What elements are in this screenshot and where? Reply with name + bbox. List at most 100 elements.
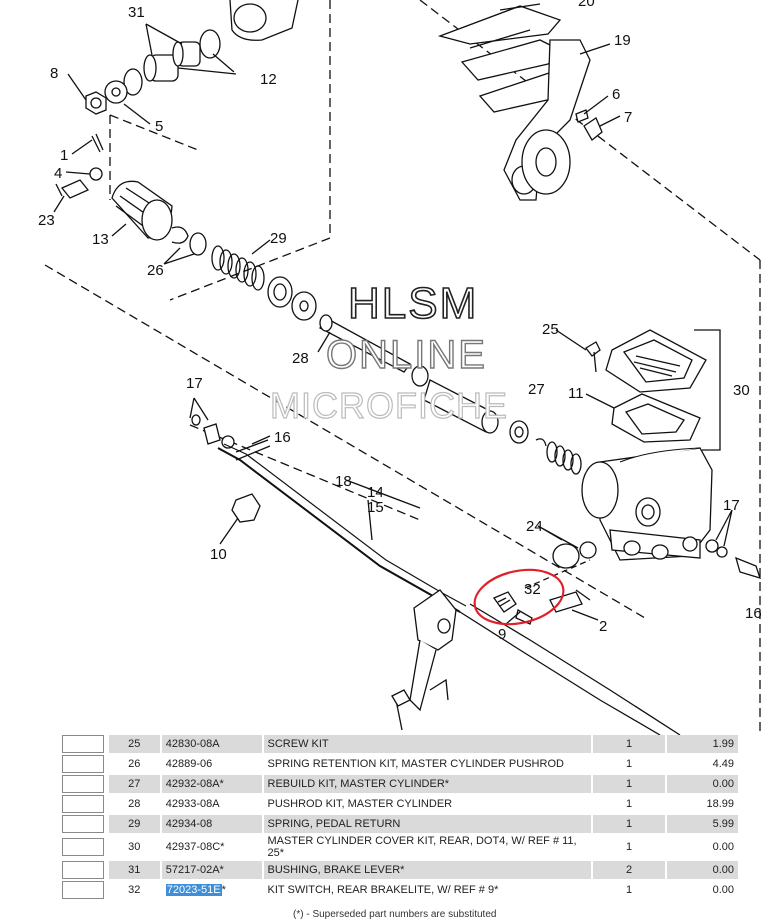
ref-number: 30	[108, 835, 160, 859]
quantity-cell	[60, 881, 107, 899]
part-number[interactable]: 42937-08C*	[161, 835, 262, 859]
part-number[interactable]: 57217-02A*	[161, 861, 262, 879]
quantity-input[interactable]	[62, 838, 105, 856]
table-row: 27 42932-08A* REBUILD KIT, MASTER CYLIND…	[60, 775, 738, 793]
part-description: SPRING RETENTION KIT, MASTER CYLINDER PU…	[263, 755, 592, 773]
callout-10: 10	[210, 546, 227, 563]
qty-required: 1	[593, 735, 665, 753]
callout-23: 23	[38, 212, 55, 229]
quantity-cell	[60, 775, 107, 793]
ref-number: 26	[108, 755, 160, 773]
watermark-line-2: ONLINE	[326, 333, 487, 377]
ref-number: 32	[108, 881, 160, 899]
quantity-cell	[60, 861, 107, 879]
quantity-input[interactable]	[62, 775, 105, 793]
diagram-svg: 31 20 8 12 19 5 6 1 7 4 23 13 29 26 25 3…	[38, 0, 762, 735]
exploded-parts-diagram: 31 20 8 12 19 5 6 1 7 4 23 13 29 26 25 3…	[38, 0, 762, 735]
footnote: (*) - Superseded part numbers are substi…	[293, 909, 497, 920]
table-row: 26 42889-06 SPRING RETENTION KIT, MASTER…	[60, 755, 738, 773]
part-description: REBUILD KIT, MASTER CYLINDER*	[263, 775, 592, 793]
quantity-cell	[60, 735, 107, 753]
price: 0.00	[666, 775, 738, 793]
callout-24: 24	[526, 518, 543, 535]
price: 5.99	[666, 815, 738, 833]
callout-16-left: 16	[274, 429, 291, 446]
part-number-highlighted[interactable]: 72023-51E	[165, 884, 222, 896]
table-row: 28 42933-08A PUSHROD KIT, MASTER CYLINDE…	[60, 795, 738, 813]
quantity-cell	[60, 835, 107, 859]
qty-required: 1	[593, 775, 665, 793]
quantity-input[interactable]	[62, 795, 105, 813]
callout-31: 31	[128, 4, 145, 21]
qty-required: 1	[593, 755, 665, 773]
quantity-cell	[60, 815, 107, 833]
quantity-cell	[60, 795, 107, 813]
callout-26: 26	[147, 262, 164, 279]
callout-1: 1	[60, 147, 68, 164]
callout-4: 4	[54, 165, 62, 182]
callout-14: 14	[367, 484, 384, 501]
parts-list: 25 42830-08A SCREW KIT 1 1.99 26 42889-0…	[58, 733, 740, 901]
callout-17-right: 17	[723, 497, 740, 514]
callout-12: 12	[260, 71, 277, 88]
ref-number: 28	[108, 795, 160, 813]
ref-number: 27	[108, 775, 160, 793]
price: 0.00	[666, 881, 738, 899]
quantity-input[interactable]	[62, 881, 105, 899]
ref-number: 25	[108, 735, 160, 753]
callout-30: 30	[733, 382, 750, 399]
part-number[interactable]: 42932-08A*	[161, 775, 262, 793]
price: 0.00	[666, 861, 738, 879]
callout-2: 2	[599, 618, 607, 635]
qty-required: 1	[593, 795, 665, 813]
part-number-suffix: *	[221, 884, 226, 896]
table-row: 30 42937-08C* MASTER CYLINDER COVER KIT,…	[60, 835, 738, 859]
highlight-circle-32	[473, 568, 565, 626]
part-number[interactable]: 42889-06	[161, 755, 262, 773]
callout-28: 28	[292, 350, 309, 367]
part-description: SPRING, PEDAL RETURN	[263, 815, 592, 833]
qty-required: 1	[593, 815, 665, 833]
quantity-input[interactable]	[62, 735, 105, 753]
price: 1.99	[666, 735, 738, 753]
quantity-input[interactable]	[62, 861, 105, 879]
price: 4.49	[666, 755, 738, 773]
watermark-line-3: MICROFICHE	[270, 385, 508, 426]
callout-19: 19	[614, 32, 631, 49]
callout-32: 32	[524, 581, 541, 598]
qty-required: 1	[593, 835, 665, 859]
callout-25: 25	[542, 321, 559, 338]
callout-7: 7	[624, 109, 632, 126]
table-row: 31 57217-02A* BUSHING, BRAKE LEVER* 2 0.…	[60, 861, 738, 879]
parts-table: 25 42830-08A SCREW KIT 1 1.99 26 42889-0…	[58, 733, 740, 901]
callout-8: 8	[50, 65, 58, 82]
table-row: 29 42934-08 SPRING, PEDAL RETURN 1 5.99	[60, 815, 738, 833]
part-number[interactable]: 42933-08A	[161, 795, 262, 813]
callout-9: 9	[498, 626, 506, 643]
table-row: 32 72023-51E* KIT SWITCH, REAR BRAKELITE…	[60, 881, 738, 899]
part-description: PUSHROD KIT, MASTER CYLINDER	[263, 795, 592, 813]
part-number[interactable]: 42830-08A	[161, 735, 262, 753]
part-description: SCREW KIT	[263, 735, 592, 753]
callout-20: 20	[578, 0, 595, 10]
table-row: 25 42830-08A SCREW KIT 1 1.99	[60, 735, 738, 753]
part-number[interactable]: 42934-08	[161, 815, 262, 833]
callout-17-left: 17	[186, 375, 203, 392]
watermark-line-1: HLSM	[348, 279, 478, 328]
callout-29: 29	[270, 230, 287, 247]
part-description: MASTER CYLINDER COVER KIT, REAR, DOT4, W…	[263, 835, 592, 859]
part-description: KIT SWITCH, REAR BRAKELITE, W/ REF # 9*	[263, 881, 592, 899]
price: 18.99	[666, 795, 738, 813]
quantity-input[interactable]	[62, 815, 105, 833]
part-number[interactable]: 72023-51E*	[161, 881, 262, 899]
callout-11: 11	[568, 385, 584, 402]
qty-required: 2	[593, 861, 665, 879]
ref-number: 31	[108, 861, 160, 879]
callout-27: 27	[528, 381, 545, 398]
callout-13: 13	[92, 231, 109, 248]
price: 0.00	[666, 835, 738, 859]
quantity-input[interactable]	[62, 755, 105, 773]
callout-15: 15	[367, 499, 384, 516]
callout-6: 6	[612, 86, 620, 103]
callout-5: 5	[155, 118, 163, 135]
